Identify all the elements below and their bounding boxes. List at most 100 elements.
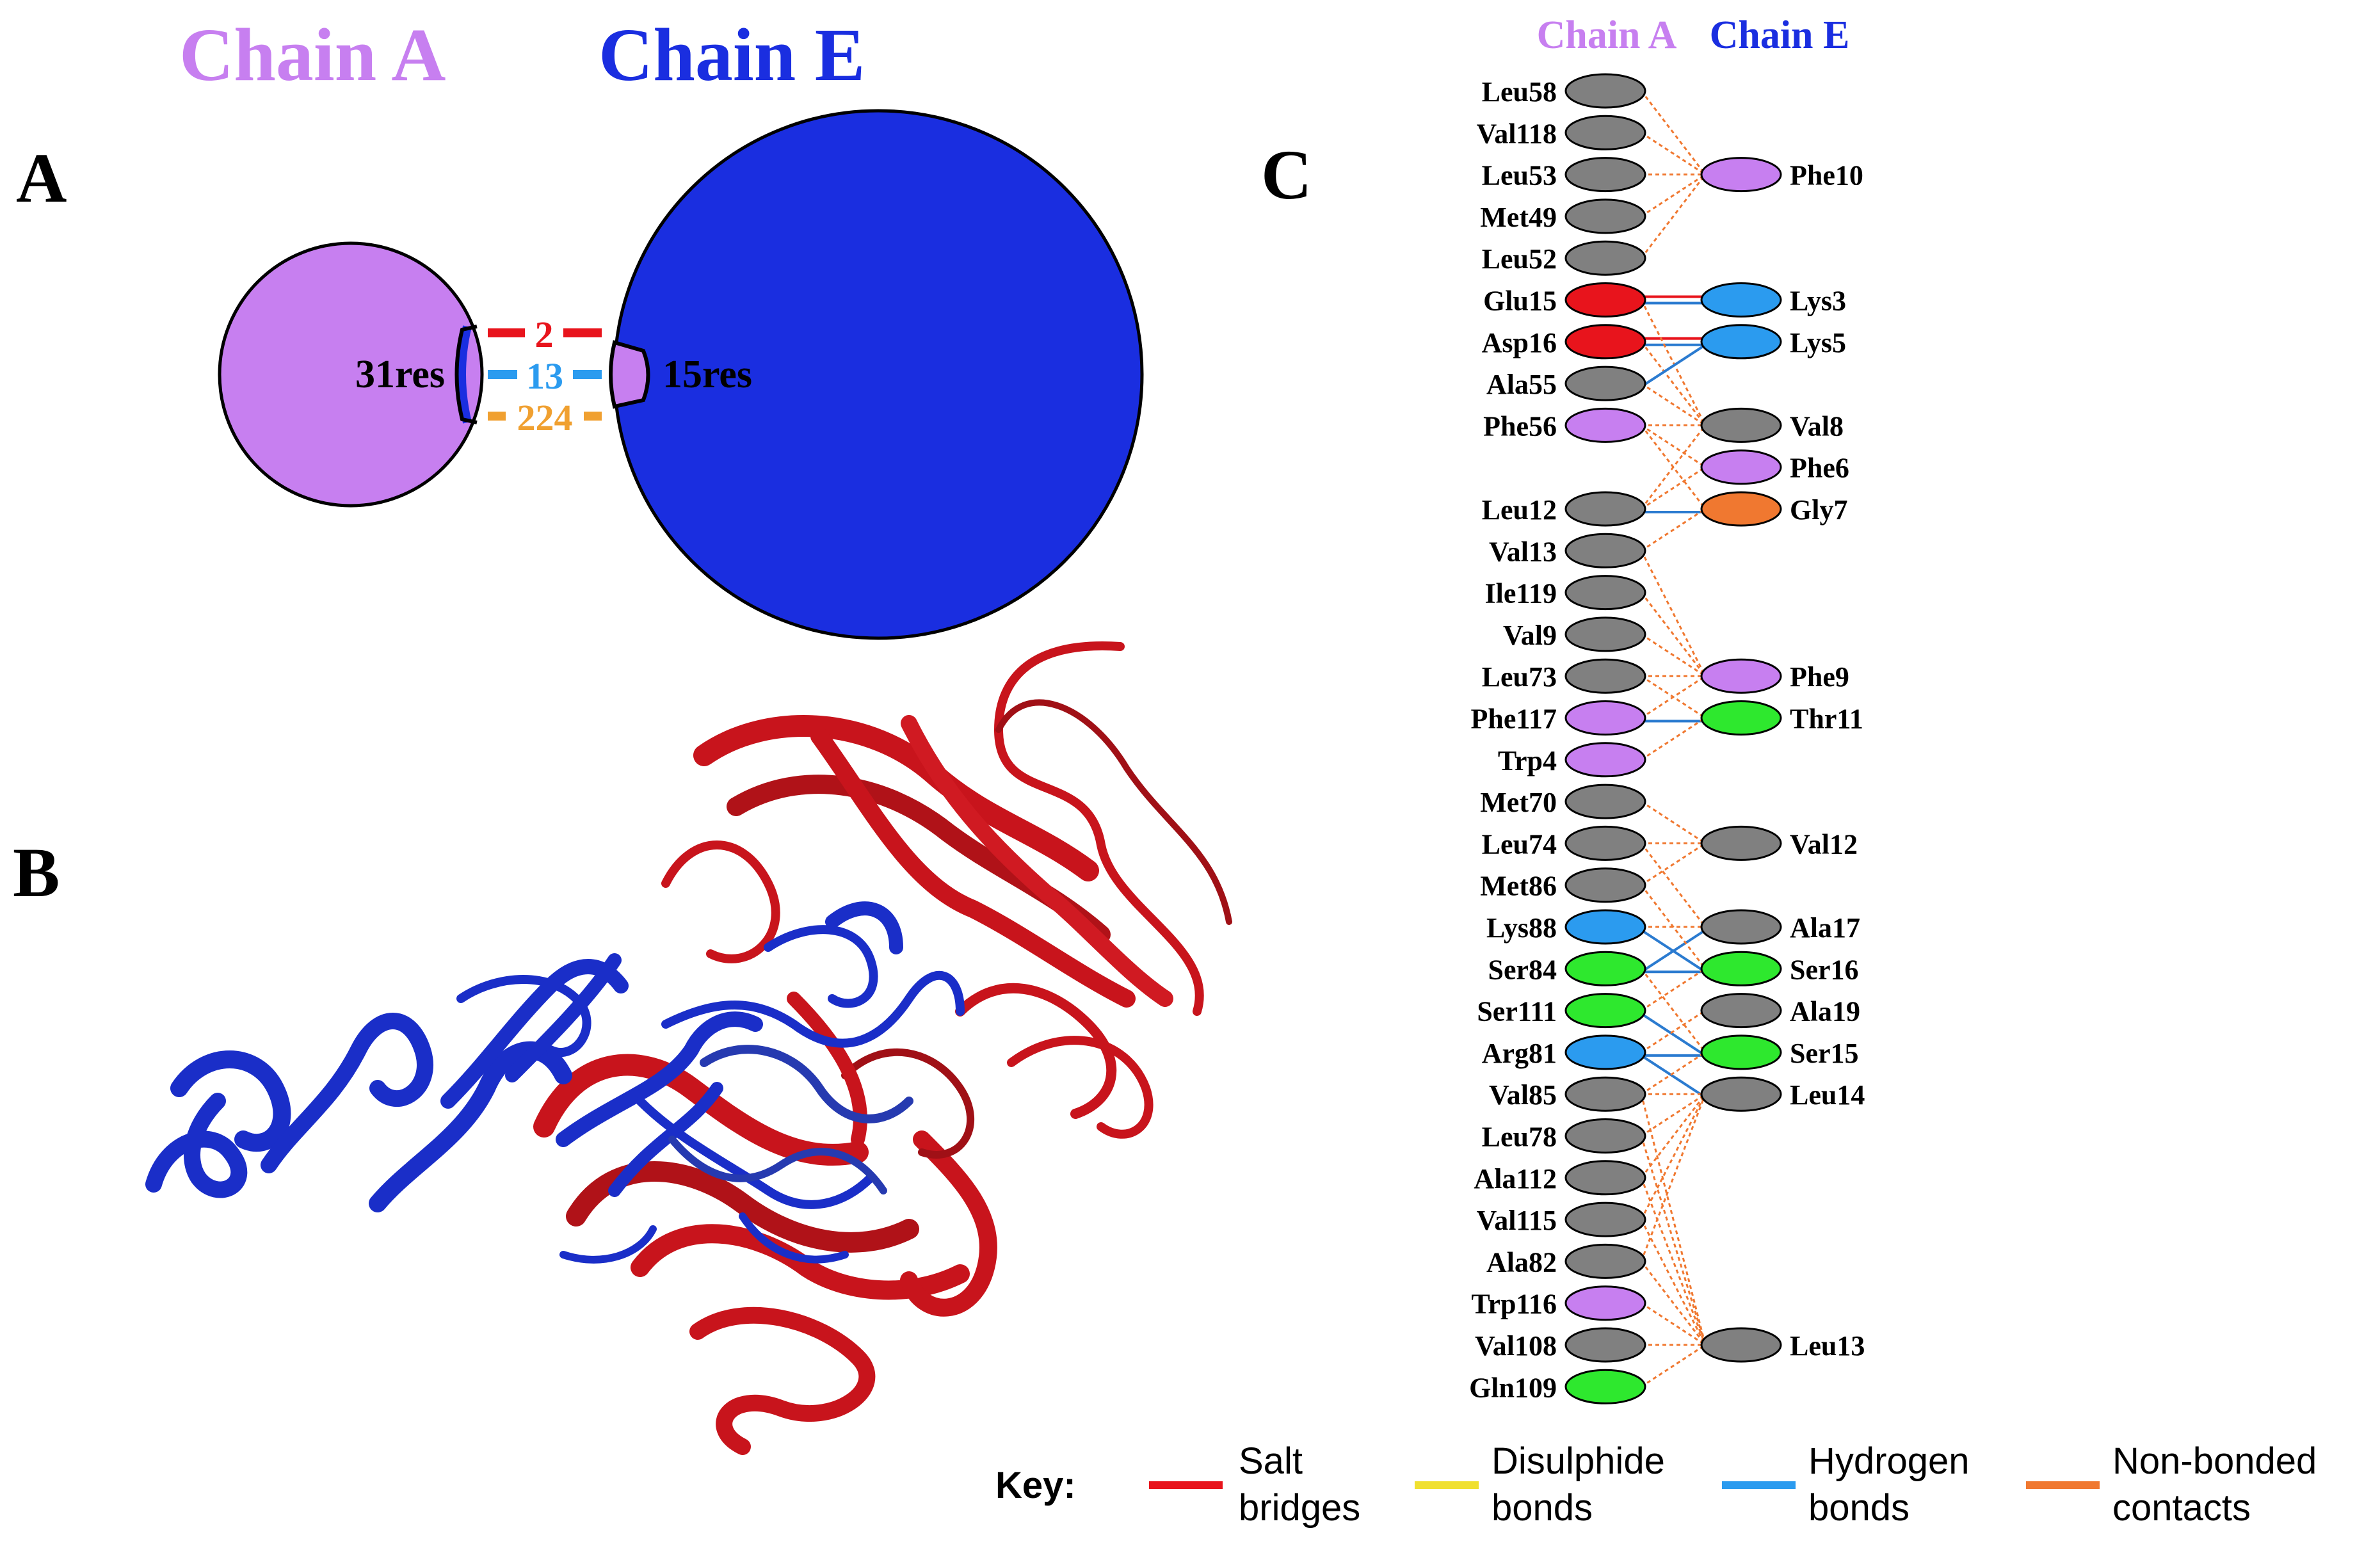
residue-label: Trp116 xyxy=(1471,1289,1557,1320)
chain-a-interface-bracket xyxy=(454,325,478,424)
contact-line-hb xyxy=(1640,1012,1707,1057)
chain-e-residue-ala19: Ala19 xyxy=(1700,993,1860,1029)
residue-node xyxy=(1564,700,1646,736)
chain-a-residue-ala55: Ala55 xyxy=(1486,366,1646,401)
contact-line-nb xyxy=(1640,968,1707,1053)
contact-line-nb xyxy=(1640,1136,1707,1346)
chain-a-residue-val118: Val118 xyxy=(1476,115,1646,150)
residue-label: Val9 xyxy=(1503,620,1557,651)
residue-node xyxy=(1564,993,1646,1029)
residue-label: Phe10 xyxy=(1790,160,1863,191)
panel-a-chain-a-title: Chain A xyxy=(179,13,446,97)
contact-line-nb xyxy=(1640,90,1707,175)
chain-e-residue-ser15: Ser15 xyxy=(1700,1034,1859,1070)
chain-e-residue-leu14: Leu14 xyxy=(1700,1076,1865,1112)
residue-label: Gln109 xyxy=(1469,1372,1557,1403)
residue-node xyxy=(1700,282,1782,318)
residue-node xyxy=(1564,575,1646,611)
residue-label: Asp16 xyxy=(1482,327,1557,358)
legend-item-salt-bridges: Salt bridges xyxy=(1149,1440,1360,1529)
residue-label: Ser84 xyxy=(1488,954,1557,985)
residue-node xyxy=(1564,784,1646,819)
contact-line-nb xyxy=(1641,675,1706,719)
chain-e-residue-val12: Val12 xyxy=(1700,825,1858,861)
residue-node xyxy=(1564,867,1646,903)
residue-label: Lys3 xyxy=(1790,285,1846,317)
residue-label: Leu53 xyxy=(1482,160,1557,191)
chain-e-residue-ser16: Ser16 xyxy=(1700,951,1859,986)
residue-node xyxy=(1700,825,1782,861)
legend-label-disulphide-line2: bonds xyxy=(1492,1487,1593,1529)
hbond-count: 13 xyxy=(526,355,563,397)
contact-line-nb xyxy=(1640,299,1707,426)
residue-label: Gly7 xyxy=(1790,494,1847,526)
chain-e-residue-leu13: Leu13 xyxy=(1700,1327,1865,1363)
residue-node xyxy=(1564,533,1646,568)
residue-node xyxy=(1700,449,1782,485)
contact-line-nb xyxy=(1640,1093,1707,1220)
residue-node xyxy=(1564,1160,1646,1196)
contact-line-nb xyxy=(1641,1093,1706,1137)
chain-e-residue-phe10: Phe10 xyxy=(1700,157,1863,193)
residue-label: Met86 xyxy=(1480,871,1557,902)
contact-line-nb xyxy=(1641,382,1706,426)
salt-bridge-count: 2 xyxy=(535,314,554,355)
chain-e-residue-phe6: Phe6 xyxy=(1700,449,1849,485)
residue-label: Val12 xyxy=(1790,828,1858,860)
chain-a-residue-arg81: Arg81 xyxy=(1482,1034,1646,1070)
chain-a-residue-val115: Val115 xyxy=(1476,1202,1646,1237)
residue-label: Val13 xyxy=(1489,536,1557,567)
contact-line-nb xyxy=(1640,550,1707,677)
residue-label: Leu52 xyxy=(1482,243,1557,275)
residue-node xyxy=(1564,491,1646,527)
residue-label: Leu58 xyxy=(1482,76,1557,108)
residue-node xyxy=(1564,1034,1646,1070)
chain-a-residue-ile119: Ile119 xyxy=(1485,575,1646,611)
contact-line-nb xyxy=(1640,1219,1707,1346)
chain-a-residue-gln109: Gln109 xyxy=(1469,1369,1646,1404)
chain-a-residue-met49: Met49 xyxy=(1480,198,1646,234)
residue-label: Ile119 xyxy=(1485,578,1557,609)
residue-node xyxy=(1700,1327,1782,1363)
residue-label: Met49 xyxy=(1480,202,1557,233)
chain-a-circle xyxy=(218,241,484,508)
residue-label: Met70 xyxy=(1480,787,1557,818)
residue-label: Phe9 xyxy=(1790,661,1849,693)
chain-a-residue-val85: Val85 xyxy=(1489,1076,1646,1112)
legend-item-nonbonded-contacts: Non-bonded contacts xyxy=(2026,1440,2317,1529)
residue-label: Val8 xyxy=(1790,410,1844,442)
chain-a-residue-ala82: Ala82 xyxy=(1486,1243,1646,1279)
contact-line-nb xyxy=(1640,1093,1707,1178)
chain-a-residue-leu73: Leu73 xyxy=(1482,658,1646,694)
chain-a-residue-leu12: Leu12 xyxy=(1482,491,1646,527)
legend-label-disulphide-line1: Disulphide xyxy=(1492,1440,1665,1482)
contact-line-nb xyxy=(1641,800,1706,844)
chain-a-residue-val9: Val9 xyxy=(1503,616,1646,652)
residue-label: Leu13 xyxy=(1790,1330,1865,1362)
residue-label: Ala17 xyxy=(1790,912,1860,944)
residue-node xyxy=(1564,1285,1646,1321)
residue-label: Leu73 xyxy=(1482,661,1557,693)
chain-a-residue-asp16: Asp16 xyxy=(1482,324,1646,360)
contact-line-nb xyxy=(1641,717,1706,761)
residue-label: Ala19 xyxy=(1790,996,1860,1027)
panel-b-letter: B xyxy=(13,833,60,912)
contact-line-hb xyxy=(1640,1054,1707,1098)
panel-c-letter: C xyxy=(1261,136,1312,214)
contact-line-nb xyxy=(1640,884,1707,970)
chain-a-residue-leu78: Leu78 xyxy=(1482,1118,1646,1154)
residue-label: Phe6 xyxy=(1790,453,1849,484)
residue-node xyxy=(1564,909,1646,945)
contact-line-nb xyxy=(1640,842,1707,928)
residue-node xyxy=(1564,825,1646,861)
residue-node xyxy=(1700,993,1782,1029)
contact-line-nb xyxy=(1641,508,1706,552)
residue-node xyxy=(1700,909,1782,945)
residue-label: Lys88 xyxy=(1486,912,1557,944)
chain-a-residue-ser84: Ser84 xyxy=(1488,951,1646,986)
legend-key: Key: Salt bridges Disulphide bonds Hydro… xyxy=(995,1440,2317,1529)
chain-a-residue-leu74: Leu74 xyxy=(1482,825,1646,861)
residue-node xyxy=(1564,742,1646,778)
chain-a-residue-leu53: Leu53 xyxy=(1482,157,1646,193)
chain-e-residue-val8: Val8 xyxy=(1700,407,1844,443)
